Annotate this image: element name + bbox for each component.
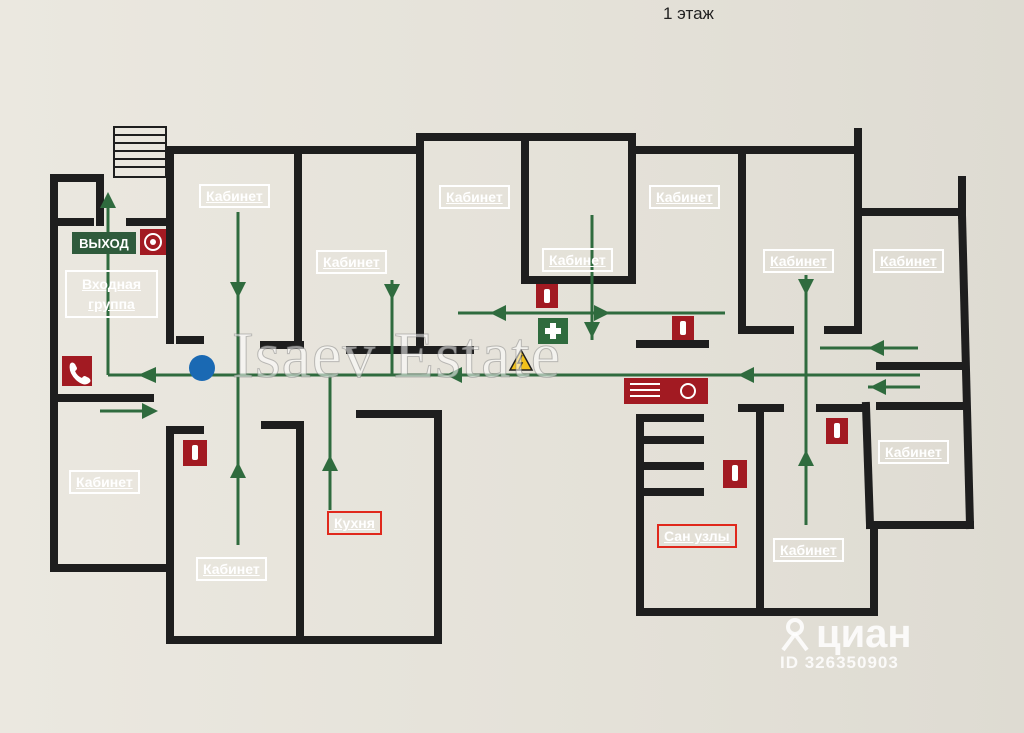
cian-watermark: циан ID 326350903	[780, 612, 912, 673]
cian-logo-icon	[781, 617, 809, 651]
fire-alarm-icon	[140, 229, 166, 255]
high-voltage-icon	[508, 348, 534, 371]
evacuation-routes	[100, 205, 920, 545]
room-label-cabinet: Кабинет	[873, 249, 944, 273]
fire-extinguisher-icon	[723, 460, 747, 488]
stairs-icon	[113, 126, 167, 178]
room-label-cabinet: Кабинет	[763, 249, 834, 273]
room-label-cabinet: Кабинет	[199, 184, 270, 208]
watermark: Isaev Estate	[231, 319, 562, 393]
evacuation-arrowheads	[100, 192, 886, 478]
room-label-cabinet: Кабинет	[773, 538, 844, 562]
cian-brand-text: циан	[816, 612, 912, 656]
room-label-cabinet: Кабинет	[69, 470, 140, 494]
fire-extinguisher-icon	[536, 284, 558, 308]
room-label-entrance: Входная группа	[65, 270, 158, 318]
room-label-cabinet: Кабинет	[542, 248, 613, 272]
room-label-wc: Сан узлы	[657, 524, 737, 548]
room-label-cabinet: Кабинет	[439, 185, 510, 209]
fire-extinguisher-icon	[826, 418, 848, 444]
first-aid-icon	[538, 318, 568, 344]
room-label-cabinet: Кабинет	[316, 250, 387, 274]
floor-title: 1 этаж	[663, 4, 714, 23]
room-label-cabinet: Кабинет	[878, 440, 949, 464]
cian-brand: циан	[780, 612, 912, 657]
electrical-panel-icon	[624, 378, 708, 404]
walls	[50, 128, 975, 644]
phone-icon	[62, 356, 92, 386]
room-label-cabinet: Кабинет	[196, 557, 267, 581]
room-label-kitchen: Кухня	[327, 511, 382, 535]
you-are-here-icon	[189, 355, 215, 381]
listing-id: ID 326350903	[780, 653, 899, 672]
fire-extinguisher-icon	[672, 316, 694, 340]
exit-sign: ВЫХОД	[72, 232, 136, 254]
room-label-cabinet: Кабинет	[649, 185, 720, 209]
fire-extinguisher-icon	[183, 440, 207, 466]
